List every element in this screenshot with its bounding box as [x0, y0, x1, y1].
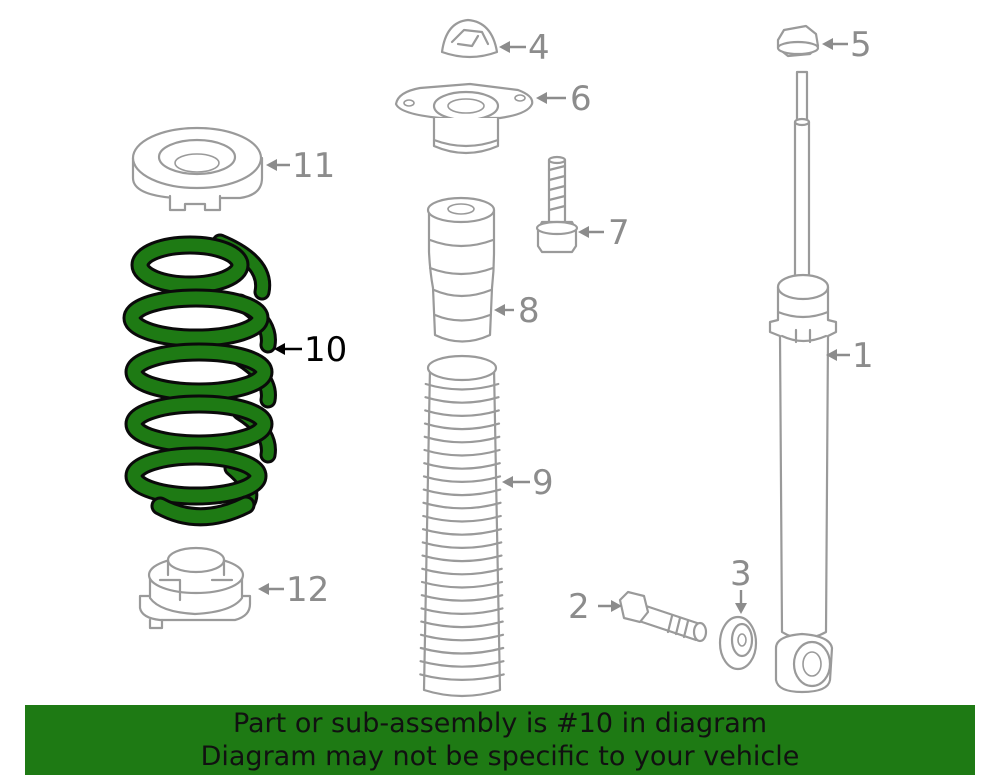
boot-rib — [420, 620, 504, 629]
boot-rib — [423, 422, 501, 431]
part-3-washer[interactable] — [718, 615, 758, 671]
callout-labels: 4 5 6 11 7 8 10 1 9 3 2 12 — [286, 25, 874, 627]
part-7-bolt[interactable] — [535, 155, 579, 254]
part-1-shock-absorber[interactable] — [768, 70, 838, 694]
info-banner: Part or sub-assembly is #10 in diagram D… — [25, 705, 975, 775]
part-11-upper-spring-seat[interactable] — [131, 126, 264, 212]
boot-rib — [422, 501, 502, 510]
boot-rib — [422, 514, 502, 523]
boot-rib — [421, 567, 503, 576]
part-4-cap[interactable] — [440, 18, 499, 59]
callout-12: 12 — [286, 570, 329, 610]
boot-rib — [419, 673, 505, 681]
banner-line-1: Part or sub-assembly is #10 in diagram — [232, 708, 768, 739]
part-9-dust-boot[interactable] — [419, 354, 505, 698]
part-10-coil-spring[interactable] — [122, 233, 277, 527]
boot-rib — [423, 448, 501, 457]
callout-9: 9 — [532, 463, 554, 503]
callout-7: 7 — [608, 213, 630, 253]
boot-rib — [419, 633, 505, 642]
boot-rib — [424, 396, 500, 404]
callout-8: 8 — [518, 291, 540, 331]
callout-2: 2 — [568, 587, 590, 627]
boot-rib — [424, 382, 500, 391]
boot-rib — [420, 580, 504, 589]
part-12-lower-spring-seat[interactable] — [138, 546, 252, 630]
callout-3: 3 — [730, 554, 752, 594]
boot-rib — [421, 541, 503, 549]
part-8-bump-stop[interactable] — [426, 196, 496, 343]
boot-rib — [422, 475, 502, 483]
banner-line-2: Diagram may not be specific to your vehi… — [200, 741, 800, 772]
boot-rib — [423, 435, 501, 444]
part-2-lower-bolt[interactable] — [618, 590, 708, 643]
boot-rib — [420, 607, 504, 615]
callout-11: 11 — [292, 146, 335, 186]
callout-10: 10 — [304, 330, 347, 370]
part-5-nut[interactable] — [776, 24, 820, 58]
boot-rib — [419, 646, 505, 655]
boot-rib — [420, 594, 504, 602]
callout-4: 4 — [528, 28, 550, 68]
boot-rib — [423, 462, 501, 470]
callout-1: 1 — [852, 336, 874, 376]
callout-5: 5 — [850, 25, 872, 65]
part-6-strut-mount[interactable] — [394, 82, 534, 155]
boot-rib — [422, 488, 502, 497]
callout-arrows — [258, 38, 850, 614]
boot-rib — [421, 528, 503, 536]
boot-rib — [419, 660, 505, 668]
boot-rib — [424, 409, 500, 417]
callout-6: 6 — [570, 79, 592, 119]
boot-rib — [421, 554, 503, 563]
